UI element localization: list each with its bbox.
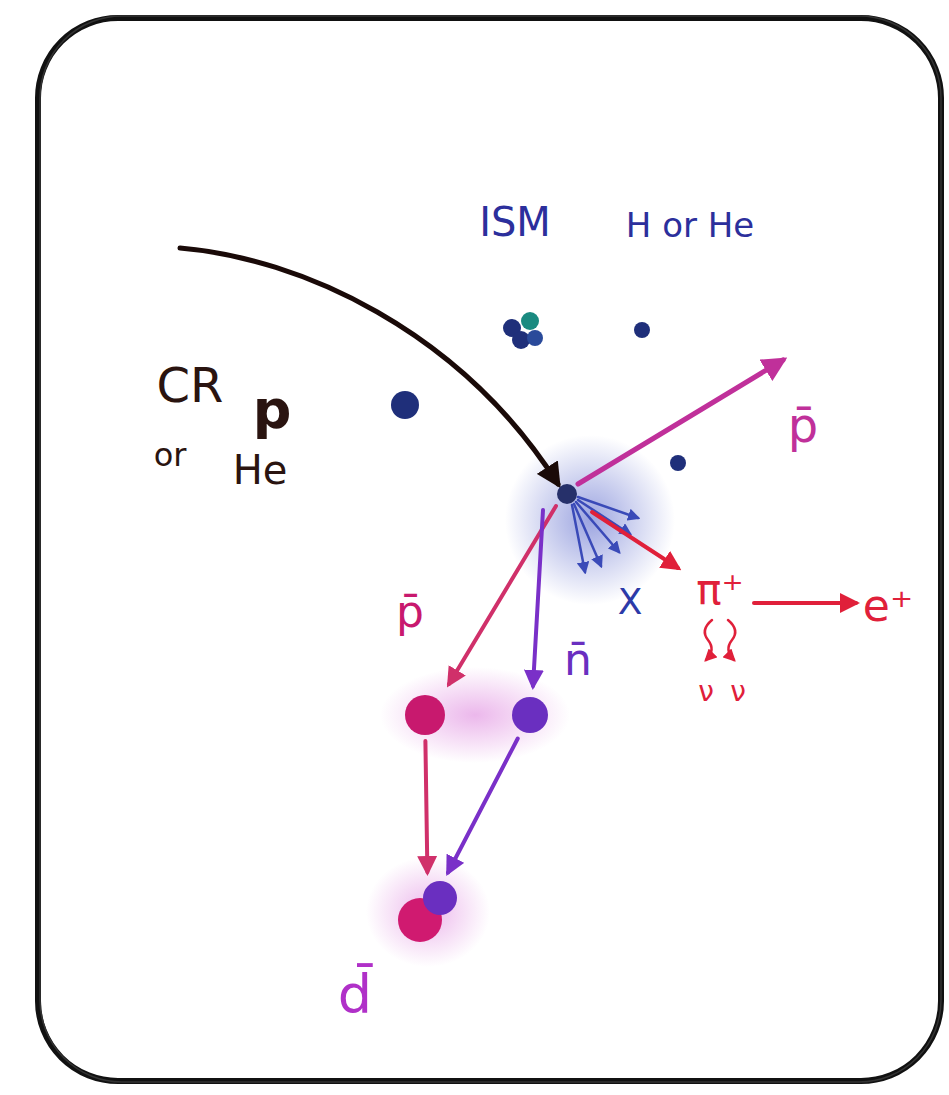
- particle-label: π⁺: [696, 569, 743, 611]
- particle-dot: [405, 695, 445, 735]
- particle-track: [448, 739, 518, 873]
- neutrino-tracks: [705, 620, 735, 660]
- ism-atom: [670, 455, 686, 471]
- antiproton-node: p̄: [403, 693, 447, 737]
- pair-haze: [380, 667, 570, 763]
- particle-label: p: [253, 383, 292, 437]
- particle-track: [425, 741, 427, 872]
- particle-label: He: [233, 450, 288, 490]
- particle-shape: [510, 695, 550, 735]
- particle-shape: [403, 693, 447, 737]
- ism-atom: [634, 322, 650, 338]
- particle-dot: [512, 697, 548, 733]
- pion-track: [592, 512, 678, 568]
- particle-label: n̄: [564, 638, 592, 682]
- antideuteron-node: d̄: [394, 876, 462, 946]
- antiproton-track: [578, 360, 783, 484]
- frame-sketch: [40, 16, 941, 1082]
- particle-label: p̄: [788, 401, 818, 449]
- region-label: ISM: [479, 202, 551, 242]
- particle-label: X: [618, 584, 643, 620]
- target-nucleus: [557, 484, 577, 504]
- cosmic-ray-track: [180, 248, 558, 484]
- particle-label: ν: [730, 678, 746, 706]
- antineutron-track: [533, 510, 543, 686]
- cosmic-ray-label: CR: [157, 361, 224, 409]
- particle-label: p̄: [396, 590, 424, 634]
- connective-label: or: [154, 439, 187, 471]
- ism-helium: [503, 312, 543, 349]
- target-label: H or He: [626, 208, 754, 242]
- particle-label: e⁺: [863, 584, 913, 628]
- frame: [38, 18, 941, 1081]
- particle-dot: [423, 881, 457, 915]
- positron-track: [754, 601, 856, 605]
- particle-shape: [394, 876, 462, 946]
- ism-atom: [391, 391, 419, 419]
- collision-haze: [505, 435, 675, 605]
- antineutron-node: n̄: [510, 695, 550, 735]
- particle-label: d̄: [338, 968, 372, 1022]
- particle-label: ν: [698, 678, 714, 706]
